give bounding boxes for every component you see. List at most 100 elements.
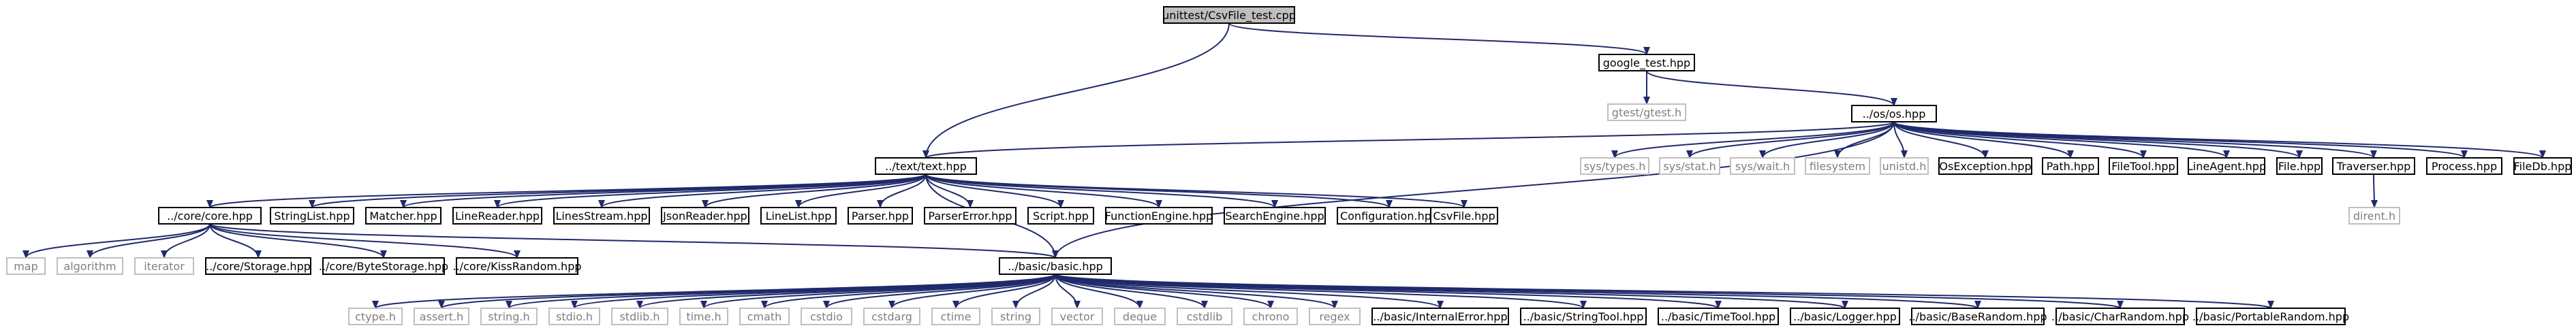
node-os[interactable]: ../os/os.hpp [1851,105,1937,122]
node-label: iterator [144,260,185,273]
node-sysstat: sys/stat.h [1659,157,1720,175]
node-parsererr[interactable]: ParserError.hpp [924,207,1017,225]
node-filedb[interactable]: FileDb.hpp [2513,157,2572,175]
edge [209,223,387,259]
node-kissrandom[interactable]: ../core/KissRandom.hpp [453,257,582,275]
node-bytestorage[interactable]: ../core/ByteStorage.hpp [319,257,448,275]
node-funceng[interactable]: FunctionEngine.hpp [1105,207,1213,225]
node-box [1520,308,1647,325]
edge [1055,274,1208,309]
edge [1893,121,1908,159]
node-box [863,308,920,325]
node-box [1371,308,1509,325]
node-label: ParserError.hpp [928,210,1012,222]
edge-basic-to-cmath [761,274,1056,309]
node-box [1224,207,1326,225]
node-lineagent[interactable]: LineAgent.hpp [2187,157,2266,175]
node-dirent: dirent.h [2348,207,2400,225]
edge [1055,274,1338,309]
node-label: Path.hpp [2047,160,2095,173]
edge [309,174,927,208]
edge [925,174,974,208]
node-path[interactable]: Path.hpp [2042,157,2099,175]
node-vector: vector [1051,308,1103,325]
edge-text-to-searcheng [925,174,1278,208]
node-strtool[interactable]: ../basic/StringTool.hpp [1520,308,1647,325]
edge-text-to-csvfile [925,174,1468,208]
edge-text-to-linelist [795,174,927,208]
node-filetool[interactable]: FileTool.hpp [2109,157,2178,175]
node-linereader[interactable]: LineReader.hpp [452,207,542,225]
node-label: ../os/os.hpp [1863,108,1926,120]
node-box [1114,308,1166,325]
node-label: sys/types.h [1584,160,1646,173]
node-label: ctime [941,310,972,323]
edge-text-to-matcher [400,174,927,208]
node-strlist[interactable]: StringList.hpp [270,207,354,225]
node-box [875,157,977,175]
node-baserandom[interactable]: ../basic/BaseRandom.hpp [1908,308,2047,325]
node-box [1790,308,1900,325]
edge-text-to-funceng [925,174,1162,208]
node-parser[interactable]: Parser.hpp [848,207,913,225]
node-script[interactable]: Script.hpp [1027,207,1094,225]
node-interr[interactable]: ../basic/InternalError.hpp [1371,308,1509,325]
edge [161,223,211,259]
edge-basic-to-cstdarg [888,274,1056,309]
node-timetool[interactable]: ../basic/TimeTool.hpp [1658,308,1779,325]
edge [1646,70,1897,106]
node-core[interactable]: ../core/core.hpp [158,207,262,225]
node-label: LinesStream.hpp [555,210,647,222]
edge-core-to-algorithm [87,223,211,259]
node-regex: regex [1309,308,1361,325]
node-file[interactable]: File.hpp [2276,157,2323,175]
node-box [1659,157,1720,175]
edge [1686,121,1895,159]
node-basic[interactable]: ../basic/basic.hpp [999,257,1112,275]
edge-gt-to-os [1646,70,1897,106]
edge-basic-to-deque [1055,274,1143,309]
edge [702,174,927,208]
node-box [2042,157,2099,175]
node-box [1911,308,2045,325]
node-osexc[interactable]: OsException.hpp [1938,157,2032,175]
edge [209,223,262,259]
node-gt[interactable]: google_test.hpp [1598,54,1695,71]
edge [1893,121,2546,159]
node-label: StringList.hpp [274,210,350,222]
node-searcheng[interactable]: SearchEngine.hpp [1224,207,1326,225]
node-linelist[interactable]: LineList.hpp [760,207,837,225]
node-logger[interactable]: ../basic/Logger.hpp [1790,308,1900,325]
node-label: LineReader.hpp [455,210,540,222]
node-text[interactable]: ../text/text.hpp [875,157,977,175]
node-storage[interactable]: ../core/Storage.hpp [205,257,311,275]
node-process[interactable]: Process.hpp [2426,157,2502,175]
edge-os-to-unistd [1893,121,1908,159]
edge-os-to-sysstat [1686,121,1895,159]
node-box [1163,6,1295,24]
node-cmath: cmath [739,308,790,325]
node-jsonreader[interactable]: JsonReader.hpp [661,207,749,225]
edge [795,174,927,208]
node-stdlibh: stdlib.h [611,308,668,325]
node-charrandom[interactable]: ../basic/CharRandom.hpp [2051,308,2189,325]
edge-text-to-script [925,174,1064,208]
edge-core-to-map [22,223,211,259]
edge-core-to-storage [209,223,262,259]
edge-core-to-kissrandom [209,223,521,259]
node-csvfile[interactable]: CsvFile.hpp [1430,207,1498,225]
edge [1012,274,1056,309]
node-label: vector [1060,310,1095,323]
node-portrandom[interactable]: ../basic/PortableRandom.hpp [2192,308,2349,325]
node-traverser[interactable]: Traverser.hpp [2332,157,2415,175]
edge [877,174,927,208]
node-matcher[interactable]: Matcher.hpp [365,207,441,225]
node-box [6,257,46,275]
node-config[interactable]: Configuration.hpp [1337,207,1442,225]
node-box [1580,157,1649,175]
node-box [480,308,538,325]
node-label: ../core/ByteStorage.hpp [319,260,448,273]
node-root[interactable]: unittest/CsvFile_test.cpp [1162,6,1296,24]
node-linesstream[interactable]: LinesStream.hpp [553,207,650,225]
edge [925,174,1468,208]
